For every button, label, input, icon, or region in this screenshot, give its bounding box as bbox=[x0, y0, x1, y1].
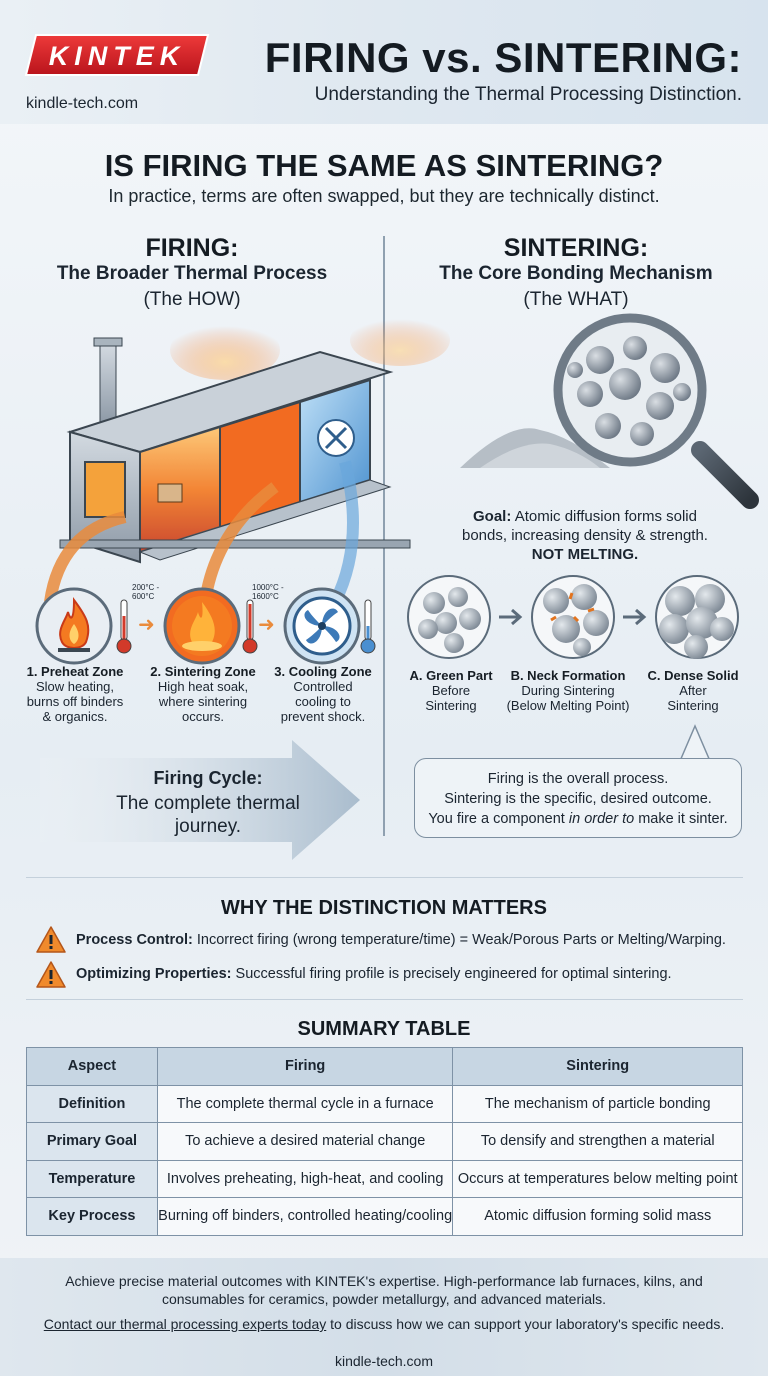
question-heading: IS FIRING THE SAME AS SINTERING? bbox=[104, 148, 664, 183]
contact-experts-link[interactable]: Contact our thermal processing experts t… bbox=[43, 1316, 327, 1332]
warning-icon bbox=[36, 926, 66, 953]
table-row: Definition The complete thermal cycle in… bbox=[26, 1084, 743, 1123]
firing-cycle-title: Firing Cycle: bbox=[153, 768, 263, 788]
firing-title: FIRING: bbox=[145, 234, 239, 262]
callout-pointer bbox=[679, 724, 711, 762]
table-row: Primary Goal To achieve a desired materi… bbox=[26, 1122, 743, 1161]
table-heading: SUMMARY TABLE bbox=[297, 1018, 471, 1040]
why-item-optimizing-properties: Optimizing Properties: Successful firing… bbox=[76, 966, 672, 982]
why-item-process-control: Process Control: Incorrect firing (wrong… bbox=[76, 932, 726, 948]
sintering-temp: 1000°C -1600°C bbox=[252, 583, 284, 601]
preheat-thermometer-icon bbox=[116, 599, 132, 654]
sintering-zone-label: 2. Sintering Zone High heat soak, where … bbox=[150, 664, 256, 724]
dense-solid-label: C. Dense Solid After Sintering bbox=[647, 668, 739, 713]
powder-magnifier-illustration bbox=[460, 313, 759, 509]
firing-cycle-arrow bbox=[40, 740, 360, 860]
table-cell: To achieve a desired material change bbox=[156, 1122, 454, 1161]
cooling-thermometer-icon bbox=[360, 599, 376, 654]
footer-cta: Contact our thermal processing experts t… bbox=[43, 1316, 725, 1332]
neck-formation-icon bbox=[531, 575, 615, 659]
column-divider bbox=[383, 236, 385, 836]
preheat-flame-icon bbox=[35, 587, 113, 665]
table-cell: Temperature bbox=[26, 1159, 158, 1198]
arrow-right-icon: ➜ bbox=[138, 614, 155, 636]
section-divider bbox=[26, 999, 743, 1000]
table-header-cell: Firing bbox=[156, 1047, 454, 1086]
site-url[interactable]: kindle-tech.com bbox=[26, 95, 139, 112]
table-cell: Burning off binders, controlled heating/… bbox=[156, 1197, 454, 1236]
page-title: FIRING vs. SINTERING: bbox=[264, 34, 742, 81]
logo-text: KINTEK bbox=[49, 41, 186, 71]
green-part-icon bbox=[407, 575, 491, 659]
summary-table: Aspect Firing Sintering Definition The c… bbox=[26, 1047, 743, 1236]
table-header-row: Aspect Firing Sintering bbox=[26, 1047, 743, 1086]
warning-icon bbox=[36, 961, 66, 988]
firing-paren: (The HOW) bbox=[143, 289, 241, 310]
footer bbox=[0, 1258, 768, 1376]
why-heading: WHY THE DISTINCTION MATTERS bbox=[221, 897, 547, 919]
sintering-thermometer-icon bbox=[242, 599, 258, 654]
sintering-paren: (The WHAT) bbox=[523, 289, 629, 310]
table-cell: Key Process bbox=[26, 1197, 158, 1236]
table-cell: Atomic diffusion forming solid mass bbox=[452, 1197, 743, 1236]
table-cell: To densify and strengthen a material bbox=[452, 1122, 743, 1161]
sintering-goal: Goal: Atomic diffusion forms solid bonds… bbox=[462, 508, 708, 563]
cooling-fan-icon bbox=[283, 587, 361, 665]
table-cell: The mechanism of particle bonding bbox=[452, 1084, 743, 1123]
sintering-callout: Firing is the overall process. Sintering… bbox=[414, 758, 742, 838]
preheat-zone-label: 1. Preheat Zone Slow heating, burns off … bbox=[26, 664, 124, 724]
arrow-right-icon: ➜ bbox=[258, 614, 275, 636]
firing-cycle-desc: The complete thermal journey. bbox=[116, 793, 300, 837]
table-row: Temperature Involves preheating, high-he… bbox=[26, 1159, 743, 1198]
table-header-cell: Sintering bbox=[452, 1047, 743, 1086]
neck-formation-label: B. Neck Formation During Sintering (Belo… bbox=[506, 668, 630, 713]
dense-solid-icon bbox=[655, 575, 739, 659]
footer-description: Achieve precise material outcomes with K… bbox=[65, 1273, 703, 1307]
preheat-temp: 200°C -600°C bbox=[132, 583, 160, 601]
sintering-stages bbox=[407, 575, 739, 659]
page-subtitle: Understanding the Thermal Processing Dis… bbox=[314, 84, 742, 105]
green-part-label: A. Green Part Before Sintering bbox=[409, 668, 493, 713]
firing-subtitle: The Broader Thermal Process bbox=[56, 263, 328, 284]
table-cell: Occurs at temperatures below melting poi… bbox=[452, 1159, 743, 1198]
sintering-title: SINTERING: bbox=[503, 234, 649, 262]
table-header-cell: Aspect bbox=[26, 1047, 158, 1086]
table-cell: Primary Goal bbox=[26, 1122, 158, 1161]
cooling-zone-label: 3. Cooling Zone Controlled cooling to pr… bbox=[274, 664, 372, 724]
section-divider bbox=[26, 877, 743, 878]
table-row: Key Process Burning off binders, control… bbox=[26, 1197, 743, 1236]
footer-site-url[interactable]: kindle-tech.com bbox=[334, 1353, 434, 1369]
table-cell: Definition bbox=[26, 1084, 158, 1123]
table-cell: The complete thermal cycle in a furnace bbox=[156, 1084, 454, 1123]
question-subheading: In practice, terms are often swapped, bu… bbox=[108, 186, 660, 206]
furnace-illustration bbox=[44, 314, 450, 605]
table-cell: Involves preheating, high-heat, and cool… bbox=[156, 1159, 454, 1198]
sintering-fire-icon bbox=[163, 587, 241, 665]
kintek-logo[interactable]: KINTEK bbox=[24, 34, 210, 76]
sintering-subtitle: The Core Bonding Mechanism bbox=[439, 263, 713, 284]
